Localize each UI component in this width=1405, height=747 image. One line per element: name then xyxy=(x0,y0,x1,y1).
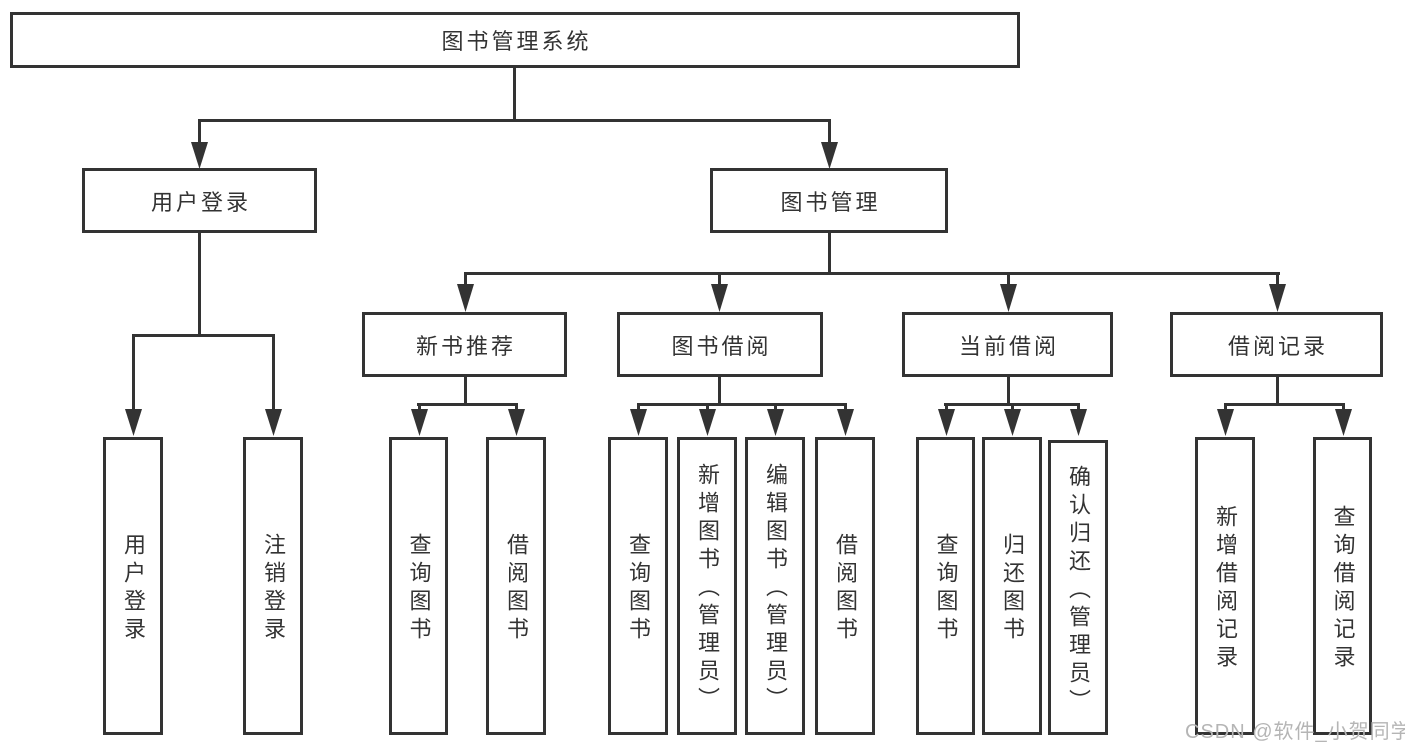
leaf-query-books-3: 查询图书 xyxy=(916,437,975,735)
leaf-borrow-books-2: 借阅图书 xyxy=(815,437,875,735)
leaf-return-books: 归还图书 xyxy=(982,437,1042,735)
leaf-query-borrow-record-label: 查询借阅记录 xyxy=(1330,505,1356,673)
node-user-login: 用户登录 xyxy=(82,168,317,233)
node-root-label: 图书管理系统 xyxy=(441,29,592,54)
node-current-borrowing: 当前借阅 xyxy=(902,312,1113,377)
node-book-borrowing-label: 图书借阅 xyxy=(671,333,772,359)
leaf-borrow-books-1: 借阅图书 xyxy=(486,437,546,735)
node-new-book-recommendation: 新书推荐 xyxy=(362,312,567,377)
node-root: 图书管理系统 xyxy=(10,12,1020,68)
leaf-borrow-books-2-label: 借阅图书 xyxy=(833,533,858,645)
node-borrowing-records: 借阅记录 xyxy=(1170,312,1383,377)
leaf-add-book-admin: 新增图书（管理员） xyxy=(677,437,737,735)
leaf-logout-label: 注销登录 xyxy=(261,533,286,645)
leaf-query-borrow-record: 查询借阅记录 xyxy=(1313,437,1372,735)
leaf-confirm-return-admin: 确认归还（管理员） xyxy=(1048,440,1108,735)
leaf-add-borrow-record-label: 新增借阅记录 xyxy=(1213,505,1238,673)
leaf-logout: 注销登录 xyxy=(243,437,303,735)
node-book-management-label: 图书管理 xyxy=(780,189,881,215)
node-borrowing-records-label: 借阅记录 xyxy=(1227,333,1328,359)
node-current-borrowing-label: 当前借阅 xyxy=(958,333,1059,359)
leaf-edit-book-admin: 编辑图书（管理员） xyxy=(745,437,805,735)
leaf-query-books-1-label: 查询图书 xyxy=(406,533,432,645)
leaf-confirm-return-admin-label: 确认归还（管理员） xyxy=(1066,464,1091,717)
leaf-user-login: 用户登录 xyxy=(103,437,163,735)
leaf-add-book-admin-label: 新增图书（管理员） xyxy=(695,463,720,715)
csdn-watermark: CSDN @软件_小贺同学 xyxy=(1185,721,1405,743)
node-user-login-label: 用户登录 xyxy=(150,189,251,215)
leaf-query-books-1: 查询图书 xyxy=(389,437,448,735)
leaf-return-books-label: 归还图书 xyxy=(1000,533,1025,645)
node-book-management: 图书管理 xyxy=(710,168,948,233)
leaf-user-login-label: 用户登录 xyxy=(121,533,146,645)
leaf-borrow-books-1-label: 借阅图书 xyxy=(504,533,529,645)
leaf-query-books-3-label: 查询图书 xyxy=(933,533,959,645)
node-book-borrowing: 图书借阅 xyxy=(617,312,823,377)
node-new-book-recommendation-label: 新书推荐 xyxy=(415,333,516,359)
leaf-edit-book-admin-label: 编辑图书（管理员） xyxy=(763,463,788,715)
leaf-query-books-2: 查询图书 xyxy=(608,437,668,735)
leaf-add-borrow-record: 新增借阅记录 xyxy=(1195,437,1255,735)
leaf-query-books-2-label: 查询图书 xyxy=(626,533,651,645)
